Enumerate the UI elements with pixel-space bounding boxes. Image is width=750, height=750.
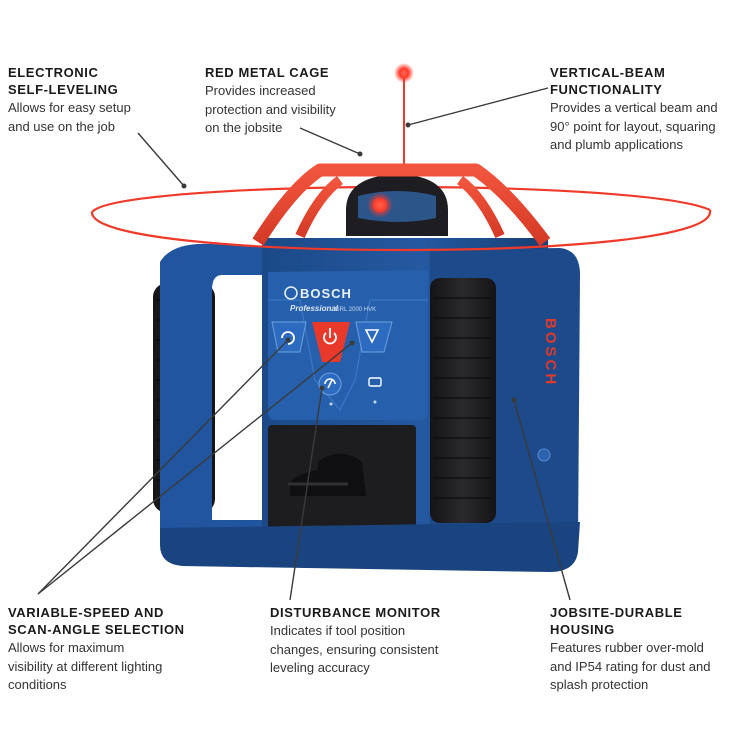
laser-plane-front: [90, 209, 712, 252]
panel-model-text: GRL 2000 HVK: [335, 307, 376, 313]
shock-sensor-icon: [324, 378, 336, 389]
callout-vertical-beam: VERTICAL-BEAM FUNCTIONALITY Provides a v…: [550, 64, 746, 154]
callout-desc: and IP54 rating for dust and: [550, 658, 711, 674]
callout-desc: splash protection: [550, 677, 649, 692]
callout-desc: Allows for easy setup: [8, 100, 131, 115]
callout-title: VARIABLE-SPEED AND: [8, 605, 164, 620]
callout-title: ELECTRONIC: [8, 65, 99, 80]
battery-icon: [368, 377, 382, 387]
callout-title: HOUSING: [550, 622, 615, 637]
callout-desc: protection and visibility: [205, 101, 336, 117]
panel-line-text: Professional: [290, 304, 339, 313]
panel-brand-text: BOSCH: [300, 286, 352, 301]
rotation-icon: [281, 331, 295, 345]
scan-angle-button[interactable]: [355, 321, 393, 353]
red-metal-cage: [252, 163, 551, 246]
callout-title: RED METAL CAGE: [205, 65, 330, 80]
callout-red-metal-cage: RED METAL CAGE Provides increased protec…: [205, 64, 405, 137]
right-rubber-grip: [430, 278, 496, 523]
shock-sensor-button[interactable]: [318, 372, 342, 396]
callout-desc: on the jobsite: [205, 120, 283, 135]
side-sensor: [537, 448, 551, 462]
power-icon: [323, 328, 337, 345]
housing-base: [160, 522, 580, 572]
callout-speed-scan: VARIABLE-SPEED AND SCAN-ANGLE SELECTION …: [8, 604, 208, 694]
callout-title: DISTURBANCE MONITOR: [270, 605, 441, 620]
callout-desc: and plumb applications: [550, 137, 683, 152]
callout-desc: changes, ensuring consistent: [270, 641, 439, 657]
panel-shield: [268, 299, 428, 412]
callout-title: SCAN-ANGLE SELECTION: [8, 622, 185, 637]
leader-lines: [37, 87, 571, 601]
rotation-button[interactable]: [271, 321, 307, 353]
callout-title: SELF-LEVELING: [8, 82, 119, 97]
callout-desc: visibility at different lighting: [8, 658, 163, 674]
scan-angle-icon: [364, 329, 380, 344]
callout-title: FUNCTIONALITY: [550, 82, 663, 97]
vertical-beam-dot: [394, 63, 414, 83]
callout-self-leveling: ELECTRONIC SELF-LEVELING Allows for easy…: [8, 64, 188, 135]
control-panel: [268, 270, 428, 420]
bosch-logo-icon: [284, 286, 298, 300]
callout-title: JOBSITE-DURABLE: [550, 605, 683, 620]
callout-desc: 90° point for layout, squaring: [550, 118, 716, 134]
callout-desc: conditions: [8, 677, 67, 692]
left-frame: [160, 243, 268, 555]
callout-title: VERTICAL-BEAM: [550, 65, 666, 80]
battery-indicator: [368, 377, 382, 404]
callout-desc: Allows for maximum: [8, 640, 125, 655]
callout-housing: JOBSITE-DURABLE HOUSING Features rubber …: [550, 604, 746, 694]
callout-desc: and use on the job: [8, 118, 115, 134]
callout-disturbance-monitor: DISTURBANCE MONITOR Indicates if tool po…: [270, 604, 480, 677]
callout-desc: Indicates if tool position: [270, 623, 406, 638]
callout-desc: Features rubber over-mold: [550, 640, 704, 655]
callout-desc: Provides increased: [205, 83, 316, 98]
callout-desc: leveling accuracy: [270, 660, 370, 675]
side-brand-text: BOSCH: [542, 318, 559, 387]
callout-desc: Provides a vertical beam and: [550, 100, 718, 115]
